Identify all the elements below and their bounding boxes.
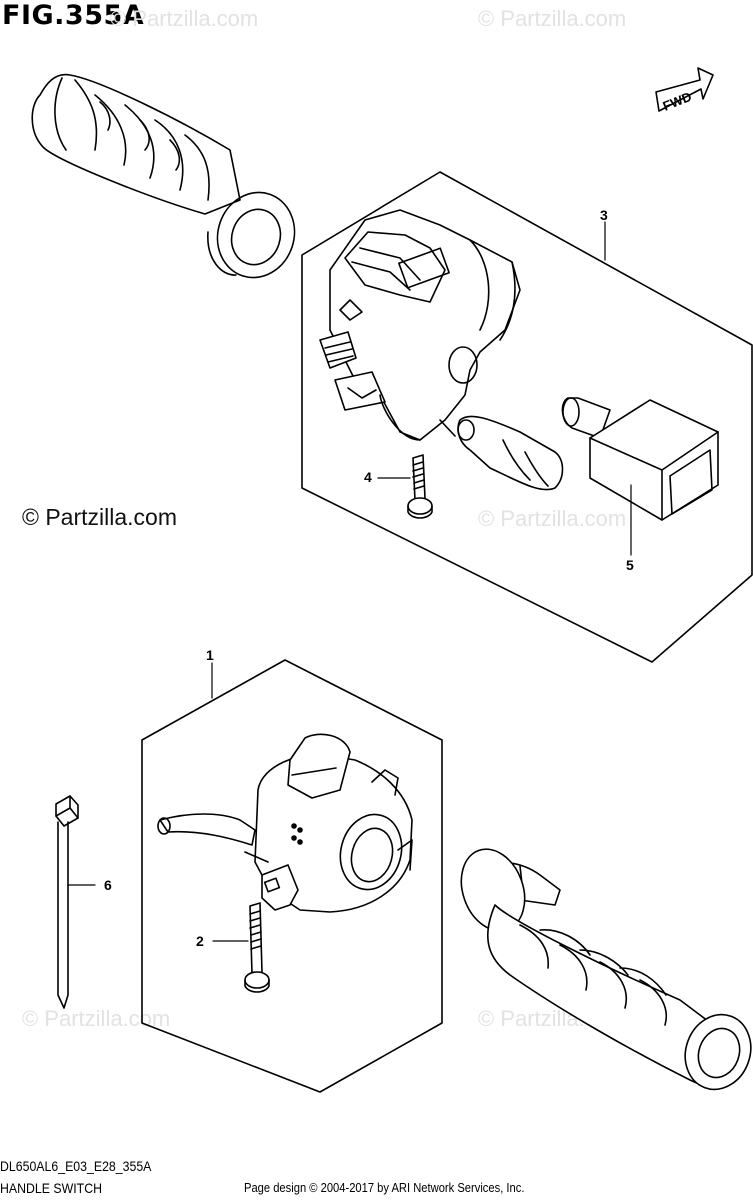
callout-2: 2 bbox=[196, 933, 204, 949]
diagram-code: DL650AL6_E03_E28_355A bbox=[0, 1158, 152, 1174]
cable-tie-part bbox=[55, 795, 79, 1009]
left-grip-part bbox=[31, 73, 296, 279]
figure-title: FIG.355A bbox=[2, 0, 145, 31]
watermark-mid-right: © Partzilla.com bbox=[478, 506, 627, 531]
right-grip-part bbox=[460, 848, 752, 1091]
leader-lines bbox=[67, 221, 632, 942]
callout-1: 1 bbox=[206, 647, 214, 663]
callout-6: 6 bbox=[104, 877, 112, 893]
left-handle-switch-part bbox=[157, 733, 413, 913]
callout-5: 5 bbox=[626, 557, 634, 573]
callout-3: 3 bbox=[600, 207, 608, 223]
page-credit: Page design © 2004-2017 by ARI Network S… bbox=[244, 1180, 525, 1195]
screw-part-4 bbox=[407, 454, 433, 519]
right-handle-switch-part bbox=[319, 209, 564, 491]
diagram-name: HANDLE SWITCH bbox=[0, 1180, 102, 1196]
fwd-arrow-icon: FWD bbox=[655, 67, 714, 114]
screw-part-2 bbox=[244, 902, 270, 993]
callout-4: 4 bbox=[364, 469, 372, 485]
part-3-group-box bbox=[301, 171, 753, 663]
switch-cover-part bbox=[561, 397, 719, 521]
watermark-bottom-left: © Partzilla.com bbox=[22, 1006, 171, 1031]
watermark-top-left: © Partzilla.com bbox=[110, 6, 259, 31]
watermark-top-right: © Partzilla.com bbox=[478, 6, 627, 31]
watermark-main: © Partzilla.com bbox=[22, 504, 177, 530]
part-1-group-box bbox=[141, 659, 443, 1093]
